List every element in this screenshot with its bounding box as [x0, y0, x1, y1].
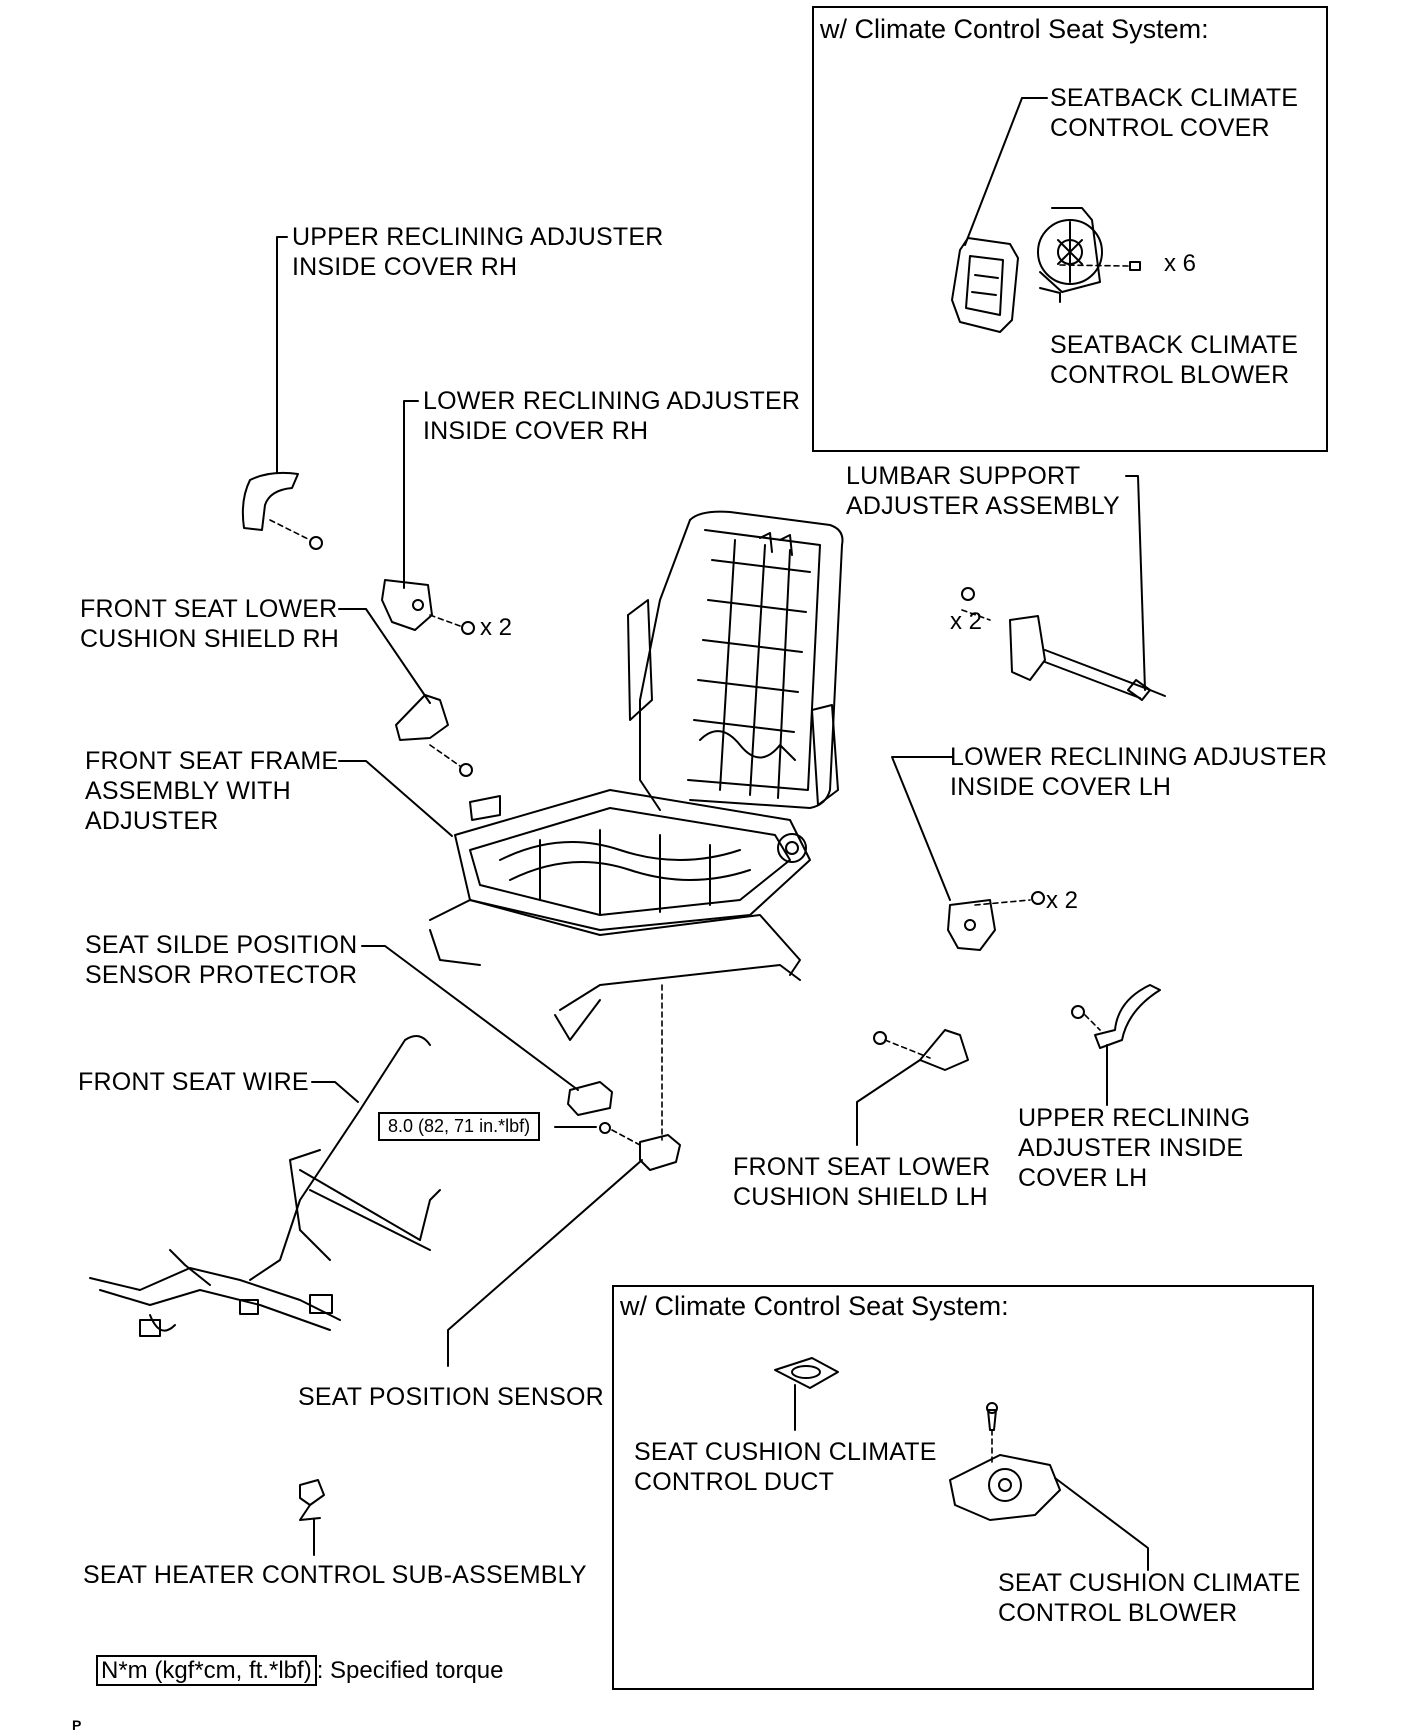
leader-cushion-blower: [1054, 1477, 1149, 1571]
lower-cover-lh-part: [947, 899, 996, 951]
leader-lower-lh: [891, 756, 953, 901]
label-heater-control: SEAT HEATER CONTROL SUB-ASSEMBLY: [83, 1561, 587, 1589]
seatback-blower-part: [1037, 219, 1103, 285]
leader-lower-rh: [403, 400, 419, 589]
label-position-sensor: SEAT POSITION SENSOR: [298, 1383, 604, 1411]
cushion-shield-rh-part: [395, 694, 449, 741]
label-slide-protector: SEAT SILDE POSITION SENSOR PROTECTOR: [85, 931, 358, 989]
label-seatback-blower: SEATBACK CLIMATE CONTROL BLOWER: [1050, 331, 1299, 389]
upper-cover-lh-part: [1094, 984, 1161, 1049]
label-lumbar-support: LUMBAR SUPPORT ADJUSTER ASSEMBLY: [846, 462, 1120, 520]
torque-spec-box: 8.0 (82, 71 in.*lbf): [378, 1112, 541, 1141]
qty-blower-screws: x 6: [1164, 250, 1197, 277]
label-lower-cover-rh: LOWER RECLINING ADJUSTER INSIDE COVER RH: [423, 387, 801, 445]
leader-seatback-blower: [1039, 287, 1061, 303]
leader-position-sensor: [447, 1159, 643, 1367]
leader-shield-rh: [338, 608, 431, 704]
label-upper-cover-rh: UPPER RECLINING ADJUSTER INSIDE COVER RH: [292, 223, 664, 281]
seat-frame-part: [429, 510, 844, 1041]
slide-protector-part: [567, 1081, 613, 1116]
top-inset-title: w/ Climate Control Seat System:: [820, 14, 1209, 44]
bottom-inset-box: w/ Climate Control Seat System:: [612, 1285, 1314, 1690]
label-cushion-duct: SEAT CUSHION CLIMATE CONTROL DUCT: [634, 1438, 937, 1496]
leader-shield-lh: [856, 1059, 921, 1146]
heater-control-part: [299, 1479, 325, 1506]
seat-wire-part: [89, 1035, 441, 1337]
cushion-shield-lh-part: [919, 1029, 969, 1071]
legend-unit-box: N*m (kgf*cm, ft.*lbf): [96, 1655, 317, 1686]
leader-seatback-cover: [964, 97, 1048, 246]
label-upper-cover-lh: UPPER RECLINING ADJUSTER INSIDE COVER LH: [1018, 1104, 1251, 1192]
leader-upper-rh: [276, 236, 288, 474]
leader-seat-wire: [311, 1081, 359, 1103]
qty-lower-rh-screws: x 2: [480, 614, 513, 641]
label-cushion-blower: SEAT CUSHION CLIMATE CONTROL BLOWER: [998, 1569, 1301, 1627]
upper-cover-rh-part: [241, 471, 299, 531]
top-inset-box: w/ Climate Control Seat System:: [812, 6, 1328, 452]
cushion-blower-part: [949, 1454, 1061, 1521]
qty-lower-lh-screws: x 2: [1046, 887, 1079, 914]
label-seat-frame: FRONT SEAT FRAME ASSEMBLY WITH ADJUSTER: [85, 747, 339, 835]
figure-code: P: [72, 1717, 82, 1733]
position-sensor-part: [639, 1134, 681, 1171]
bottom-inset-title: w/ Climate Control Seat System:: [620, 1291, 1009, 1321]
leader-lumbar: [1125, 475, 1146, 691]
leader-slide-protector: [361, 945, 579, 1091]
lumbar-part: [1009, 615, 1046, 681]
seatback-cover-part: [951, 237, 1019, 333]
qty-lumbar-screws: x 2: [950, 608, 983, 635]
leader-frame: [338, 760, 453, 837]
label-cushion-shield-lh: FRONT SEAT LOWER CUSHION SHIELD LH: [733, 1153, 991, 1211]
lower-cover-rh-part: [381, 579, 433, 631]
label-lower-cover-lh: LOWER RECLINING ADJUSTER INSIDE COVER LH: [950, 743, 1328, 801]
label-seatback-cover: SEATBACK CLIMATE CONTROL COVER: [1050, 84, 1299, 142]
cushion-duct-part: [774, 1357, 839, 1389]
label-seat-wire: FRONT SEAT WIRE: [78, 1068, 309, 1096]
legend-text: : Specified torque: [316, 1657, 504, 1684]
torque-legend: N*m (kgf*cm, ft.*lbf): Specified torque: [96, 1655, 504, 1686]
label-cushion-shield-rh: FRONT SEAT LOWER CUSHION SHIELD RH: [80, 595, 339, 653]
